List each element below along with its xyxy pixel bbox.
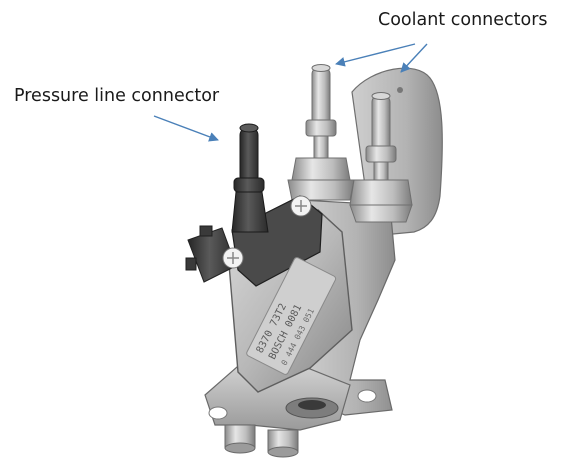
arrow-pressure bbox=[153, 115, 219, 142]
arrow-coolant-1 bbox=[335, 43, 416, 67]
screw-top bbox=[290, 195, 312, 217]
pressure-line-connector bbox=[231, 123, 269, 233]
foot-left-bottom bbox=[224, 442, 256, 454]
coolant-pipe-1 bbox=[287, 64, 355, 201]
mounting-hole-right bbox=[357, 389, 377, 403]
coolant-connectors-label: Coolant connectors bbox=[378, 10, 548, 30]
screw-left bbox=[222, 247, 244, 269]
nozzle-tip bbox=[298, 400, 326, 410]
foot-right-bottom bbox=[267, 446, 299, 458]
arrow-coolant-2 bbox=[400, 43, 428, 73]
coolant-pipe-2 bbox=[349, 92, 413, 223]
shield-hole bbox=[397, 87, 403, 93]
mounting-hole-left bbox=[208, 406, 228, 420]
pressure-line-connector-label: Pressure line connector bbox=[14, 86, 220, 106]
